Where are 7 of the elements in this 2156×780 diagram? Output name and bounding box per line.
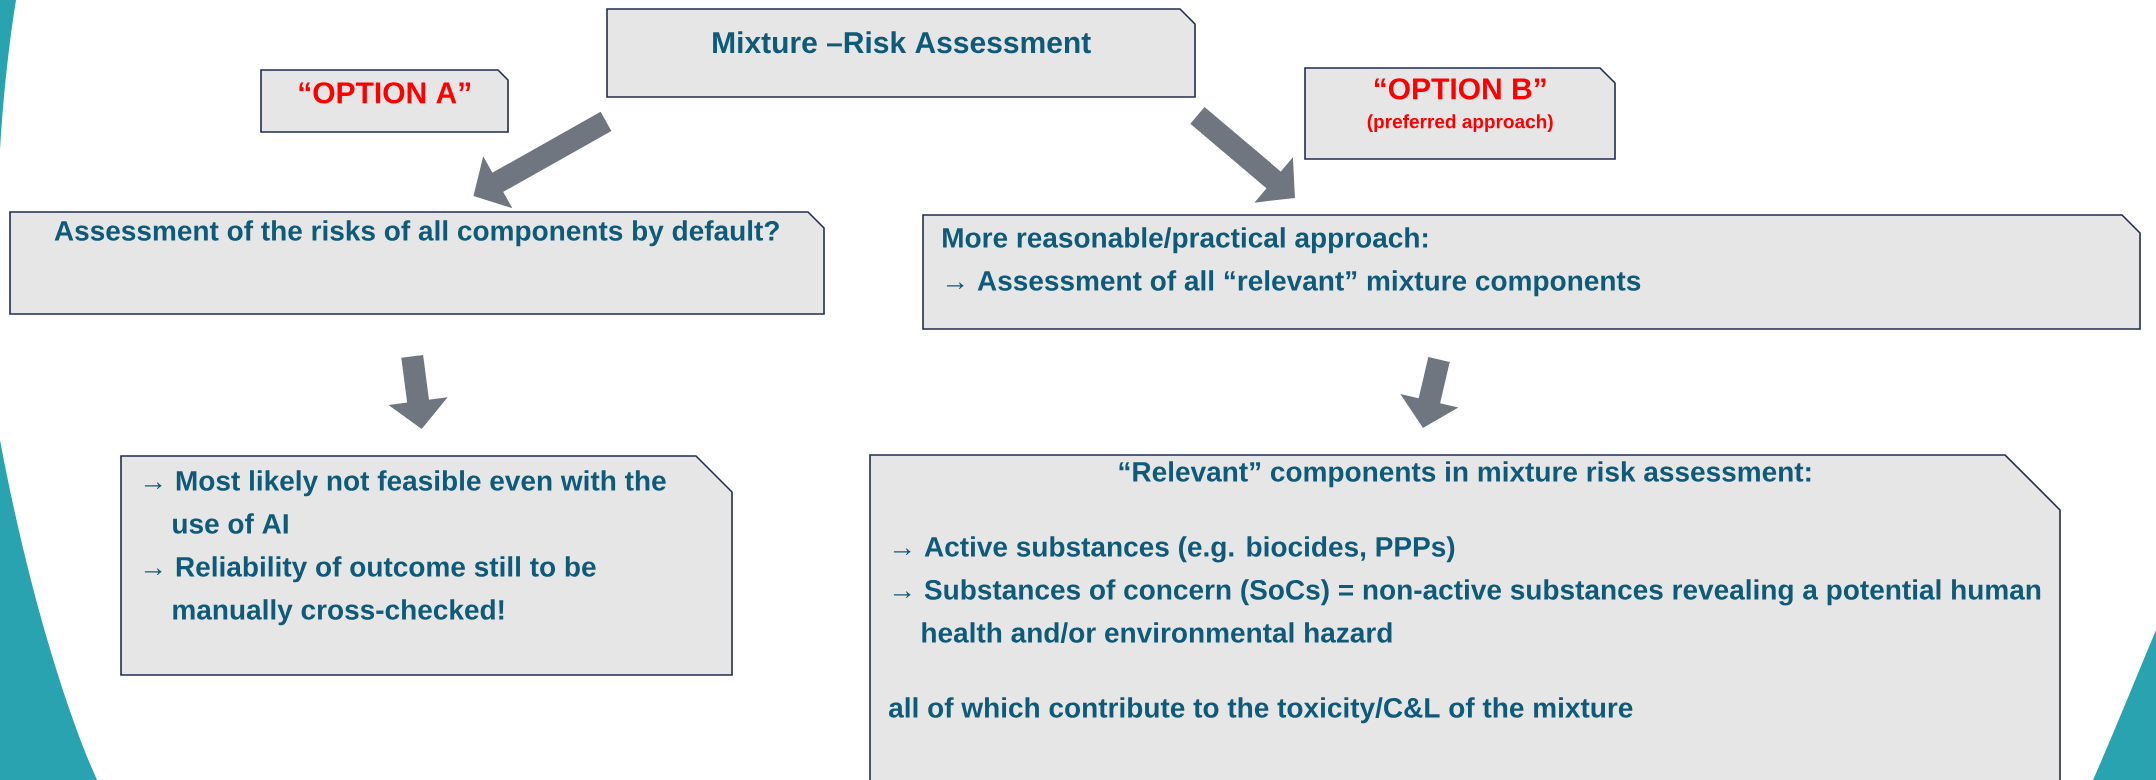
process-box: More reasonable/practical approach: → Assessment of all “relevant” mixture components — [922, 214, 2141, 330]
process-box: “OPTION B” (preferred approach) — [1304, 67, 1616, 160]
process-box: Assessment of the risks of all components by default? — [9, 211, 825, 315]
process-box: “Relevant” components in mixture risk assessment: → Active substances (e.g. biocides, PPPs) → Substances of concern (SoCs) = non-active substances revealing a potential human health and/or environmental hazard all of which contribute to the toxicity/C&L of the mixture — [869, 454, 2061, 780]
process-box: “OPTION A” — [260, 69, 509, 133]
process-box: Mixture –Risk Assessment — [606, 8, 1196, 98]
process-box: → Most likely not feasible even with the use of AI → Reliability of outcome still to be manually cross-checked! — [120, 455, 733, 676]
